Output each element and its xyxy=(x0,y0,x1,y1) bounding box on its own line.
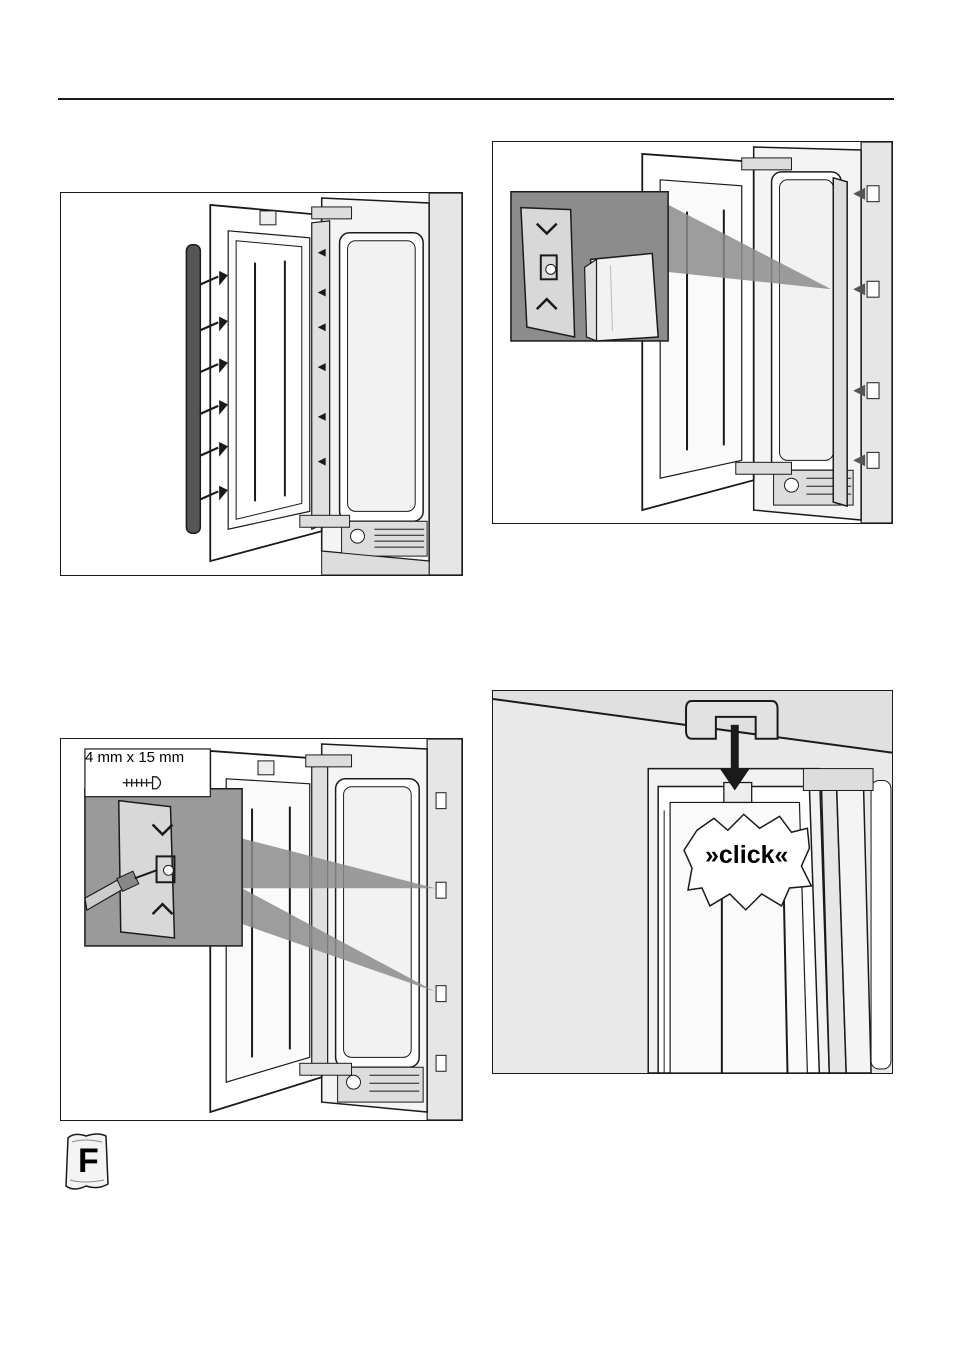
figure-2-handle-clip-detail xyxy=(492,141,893,524)
figure-1-install-handle-strip xyxy=(60,192,463,576)
figure-3-drawing xyxy=(61,739,462,1120)
header-rule xyxy=(58,98,894,100)
accessory-pack-letter: F xyxy=(78,1142,99,1181)
figure-4-drawing xyxy=(493,691,892,1073)
figure-4-click-cap: »click« xyxy=(492,690,893,1074)
figure-3-screw-clips: 4 mm x 15 mm xyxy=(60,738,463,1121)
figure-2-drawing xyxy=(493,142,892,523)
figure-1-drawing xyxy=(61,193,462,575)
screw-size-label: 4 mm x 15 mm xyxy=(85,749,184,766)
click-label: »click« xyxy=(705,841,788,870)
